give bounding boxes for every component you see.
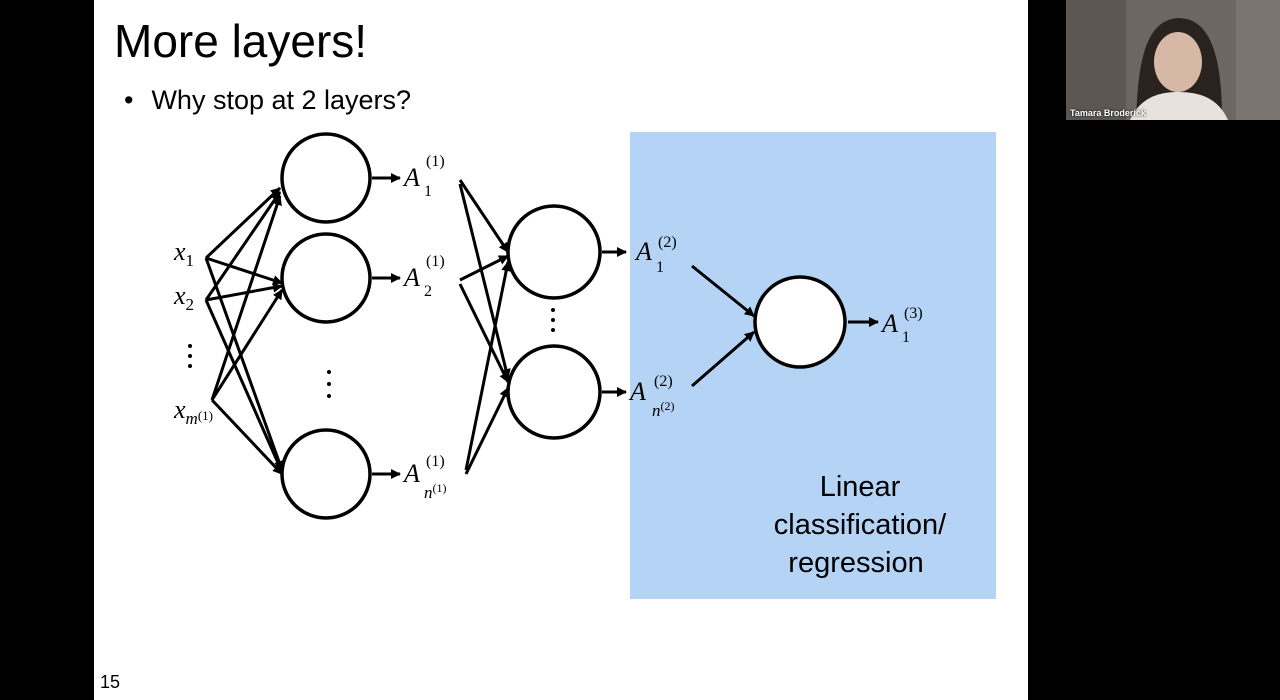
participant-video: [1066, 0, 1280, 120]
input-to-layer1-edges: [204, 186, 284, 476]
edge: [204, 191, 282, 301]
layer2-neuron-1: [506, 204, 602, 300]
edge: [464, 261, 512, 471]
edge: [458, 179, 510, 253]
layer1-output-label-n-sub: n(1): [424, 481, 447, 502]
neural-network-diagram: x1 x2 xm(1) A (1) 1 A (1) 2 A (1) n(1) A…: [173, 132, 996, 599]
edge: [204, 299, 284, 473]
layer2-output-label-1: A: [634, 237, 652, 266]
layer1-neuron-2: [280, 232, 372, 324]
dot: [551, 328, 555, 332]
layer1-output-label-1-sub: 1: [424, 183, 432, 200]
edge: [205, 256, 283, 285]
box-label-line1: Linear: [820, 471, 901, 503]
layer1-output-label-1-sup: (1): [426, 153, 445, 170]
box-label-line2: classification/: [774, 509, 947, 541]
ellipsis-dots: [188, 308, 555, 398]
layer2-neuron-n: [506, 344, 602, 440]
layer1-to-layer2-edges: [458, 179, 512, 475]
input-label-x2: x2: [173, 281, 194, 314]
layer2-output-label-1-sub: 1: [656, 259, 664, 276]
edge: [210, 195, 282, 401]
edge: [210, 398, 284, 476]
edge: [691, 264, 755, 318]
slide: More layers! • Why stop at 2 layers?: [94, 0, 1028, 700]
dot: [188, 364, 192, 368]
layer2-output-label-n: A: [628, 377, 646, 406]
dot: [188, 354, 192, 358]
layer1-neuron-n: [280, 428, 372, 520]
edge: [204, 186, 282, 260]
edge: [204, 257, 284, 471]
layer1-neuron-1: [280, 132, 372, 224]
page-number: 15: [100, 672, 121, 692]
bullet-text: Why stop at 2 layers?: [151, 85, 412, 115]
layer1-output-label-2-sub: 2: [424, 283, 432, 300]
layer2-output-label-1-sup: (2): [658, 234, 677, 251]
dot: [327, 394, 331, 398]
dot: [327, 382, 331, 386]
slide-title: More layers!: [114, 15, 368, 67]
dot: [551, 318, 555, 322]
input-label-x1: x1: [173, 237, 194, 270]
layer3-output-label-sub: 1: [902, 329, 910, 346]
layer1-output-label-n: A: [402, 459, 420, 488]
dot: [551, 308, 555, 312]
layer2-output-label-n-sup: (2): [654, 373, 673, 390]
layer3-output-label-sup: (3): [904, 305, 923, 322]
edge: [458, 283, 510, 383]
edge: [205, 282, 283, 302]
layer1-output-label-2-sup: (1): [426, 253, 445, 270]
dot: [327, 370, 331, 374]
bullet-point: • Why stop at 2 layers?: [124, 84, 411, 116]
edge: [459, 254, 509, 282]
participant-name: Tamara Broderick: [1070, 108, 1146, 118]
layer1-output-label-n-sup: (1): [426, 453, 445, 470]
dot: [188, 344, 192, 348]
edge: [210, 289, 284, 401]
participant-video-tile[interactable]: Tamara Broderick: [1066, 0, 1280, 120]
edge: [691, 330, 755, 388]
edge: [464, 387, 510, 475]
edge: [458, 183, 511, 379]
input-label-xm: xm(1): [173, 395, 213, 428]
layer3-neuron: [753, 275, 847, 369]
layer1-output-label-2: A: [402, 263, 420, 292]
bullet-dot: •: [124, 85, 134, 115]
layer2-output-label-n-sub: n(2): [652, 399, 675, 420]
box-label-line3: regression: [788, 547, 923, 579]
layer1-output-label-1: A: [402, 163, 420, 192]
layer3-output-label: A: [880, 309, 898, 338]
